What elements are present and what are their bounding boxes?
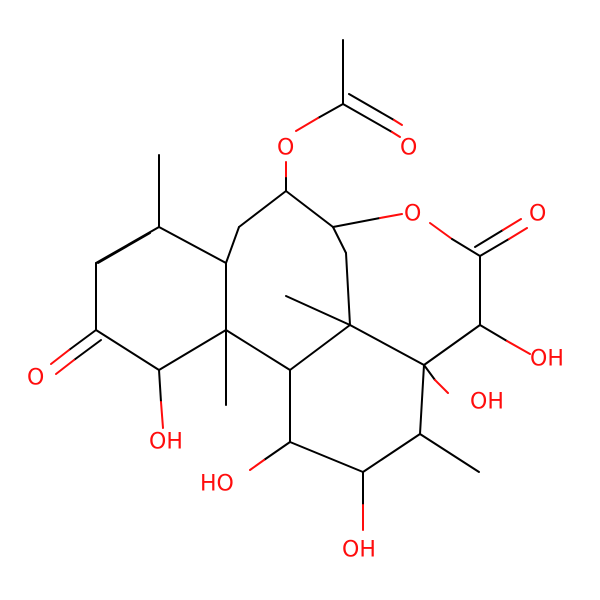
bond-c3-oh bbox=[479, 324, 508, 342]
lactone-ring-oxygen: O bbox=[404, 202, 421, 227]
bond-c9-c10 bbox=[225, 329, 291, 371]
bond-c7-c6 bbox=[285, 190, 334, 228]
acetate-ester-oxygen: O bbox=[277, 136, 294, 161]
bond-c10-c1 bbox=[158, 329, 227, 371]
bond-c4-oh bbox=[423, 364, 436, 381]
bond-o-c2 bbox=[451, 238, 481, 257]
hydroxyl-c3-label: OH bbox=[530, 347, 564, 372]
bond-c6-o-red bbox=[379, 213, 403, 219]
bond-c7-c8 bbox=[238, 190, 287, 228]
hydroxyl-c12-label: HO bbox=[200, 472, 234, 497]
bond-c5-c4a bbox=[345, 252, 351, 326]
bond-c14k-c1 bbox=[95, 329, 160, 371]
bond-c8-c7b bbox=[225, 226, 240, 264]
atom-labels: O O O O O OH OH OH HO OH bbox=[27, 136, 564, 563]
bond-c4a-c9 bbox=[289, 324, 351, 371]
bond-acetyl-co-double-red bbox=[393, 119, 403, 126]
bond-ketone-double-b bbox=[73, 339, 102, 361]
bond-c4-c4a bbox=[349, 324, 425, 366]
bond-c16-c15-double bbox=[97, 232, 151, 264]
bond-c4-c14 bbox=[419, 364, 425, 435]
bond-c12-oh-red bbox=[249, 459, 265, 471]
bonds bbox=[50, 39, 531, 531]
bond-acetyl-co-red bbox=[391, 131, 401, 138]
hydroxyl-c13-label: OH bbox=[342, 538, 376, 563]
bond-c3-oh-red bbox=[506, 340, 531, 355]
bond-acetyl-ester bbox=[317, 103, 344, 119]
bond-c14-c13 bbox=[362, 433, 421, 473]
lactone-carbonyl-oxygen: O bbox=[529, 202, 546, 227]
bond-c2-o-double bbox=[479, 238, 510, 257]
bond-c2-o-double-2 bbox=[474, 229, 504, 248]
bond-ketone-double-a-red bbox=[50, 349, 70, 365]
bond-ketone-double-b-red bbox=[55, 359, 75, 375]
bond-c8-c16 bbox=[158, 226, 227, 264]
bond-c6-c5 bbox=[332, 226, 347, 254]
bond-acetyl-co-double bbox=[348, 93, 395, 121]
bond-o-c2-red bbox=[429, 222, 453, 240]
bond-c14-methyl bbox=[419, 433, 480, 473]
bond-c1-oh-red bbox=[160, 401, 164, 429]
bond-c4-oh-red bbox=[434, 379, 449, 394]
bond-ketone-double-a bbox=[68, 329, 97, 351]
hydroxyl-c4a-label: OH bbox=[470, 390, 504, 415]
bond-c12-oh bbox=[263, 441, 291, 461]
hydroxyl-c11-label: OH bbox=[149, 430, 183, 455]
bond-c6-o bbox=[332, 217, 381, 228]
bond-c4a-methyl bbox=[285, 295, 351, 326]
bond-c13-c12 bbox=[289, 441, 364, 473]
bond-c2-o-double-red bbox=[508, 227, 528, 240]
bond-c1-oh bbox=[158, 369, 162, 403]
bond-c3-c4 bbox=[423, 324, 481, 366]
bond-acetyl-co bbox=[342, 103, 393, 133]
bond-c2-o-double-2-red bbox=[502, 218, 522, 231]
acetate-carbonyl-oxygen: O bbox=[400, 136, 417, 161]
ketone-oxygen: O bbox=[27, 366, 44, 391]
bond-acetyl-ester-red bbox=[295, 117, 319, 132]
